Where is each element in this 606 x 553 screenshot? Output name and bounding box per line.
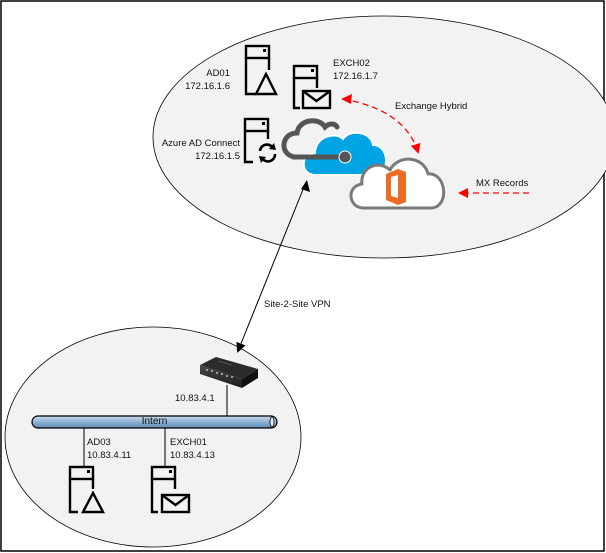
azure-ad-cloud-icon[interactable]	[281, 118, 387, 176]
server-icon	[292, 64, 319, 110]
mail-icon	[160, 493, 191, 514]
onprem-zone[interactable]	[4, 326, 302, 548]
office365-cloud-icon[interactable]	[349, 157, 446, 210]
server-icon	[243, 117, 270, 164]
mail-icon	[301, 89, 332, 110]
vpn-connector[interactable]	[236, 181, 307, 353]
azure-connector-dot	[338, 150, 352, 164]
triangle-icon	[81, 490, 105, 514]
server-exch02-icon[interactable]	[292, 64, 332, 110]
server-aadc-icon[interactable]	[243, 117, 277, 164]
mx-records-label: MX Records	[476, 178, 529, 189]
router-icon[interactable]	[200, 357, 258, 388]
exch02-name-label: EXCH02	[333, 58, 370, 69]
exchange-hybrid-connector[interactable]	[342, 98, 421, 154]
aadc-name-label: Azure AD Connect	[161, 138, 240, 149]
cloud-zone[interactable]	[152, 15, 606, 259]
exchange-hybrid-label: Exchange Hybrid	[395, 101, 468, 112]
ad01-ip-label: 172.16.1.6	[185, 81, 230, 92]
intern-network-bus[interactable]	[31, 415, 278, 429]
vpn-arrowhead-start	[301, 180, 310, 192]
exch01-name-label: EXCH01	[170, 437, 207, 448]
server-exch01-icon[interactable]	[150, 465, 191, 514]
ad03-name-label: AD03	[87, 437, 111, 448]
server-ad03-icon[interactable]	[68, 465, 105, 514]
server-ad01-icon[interactable]	[244, 44, 278, 96]
vpn-label: Site-2-Site VPN	[264, 299, 331, 310]
exch01-ip-label: 10.83.4.13	[170, 450, 215, 461]
exch02-ip-label: 172.16.1.7	[333, 71, 378, 82]
router-ip-label: 10.83.4.1	[175, 393, 215, 404]
server-icon	[244, 44, 271, 96]
intern-network-label: Intern	[141, 416, 168, 427]
office-logo-icon	[386, 169, 406, 205]
aadc-ip-label: 172.16.1.5	[195, 151, 240, 162]
exchange-hybrid-arrowhead-start	[341, 94, 352, 104]
triangle-icon	[254, 71, 278, 96]
server-icon	[68, 465, 95, 514]
server-icon	[150, 465, 177, 514]
ad01-name-label: AD01	[206, 68, 230, 79]
ad03-ip-label: 10.83.4.11	[87, 450, 132, 461]
